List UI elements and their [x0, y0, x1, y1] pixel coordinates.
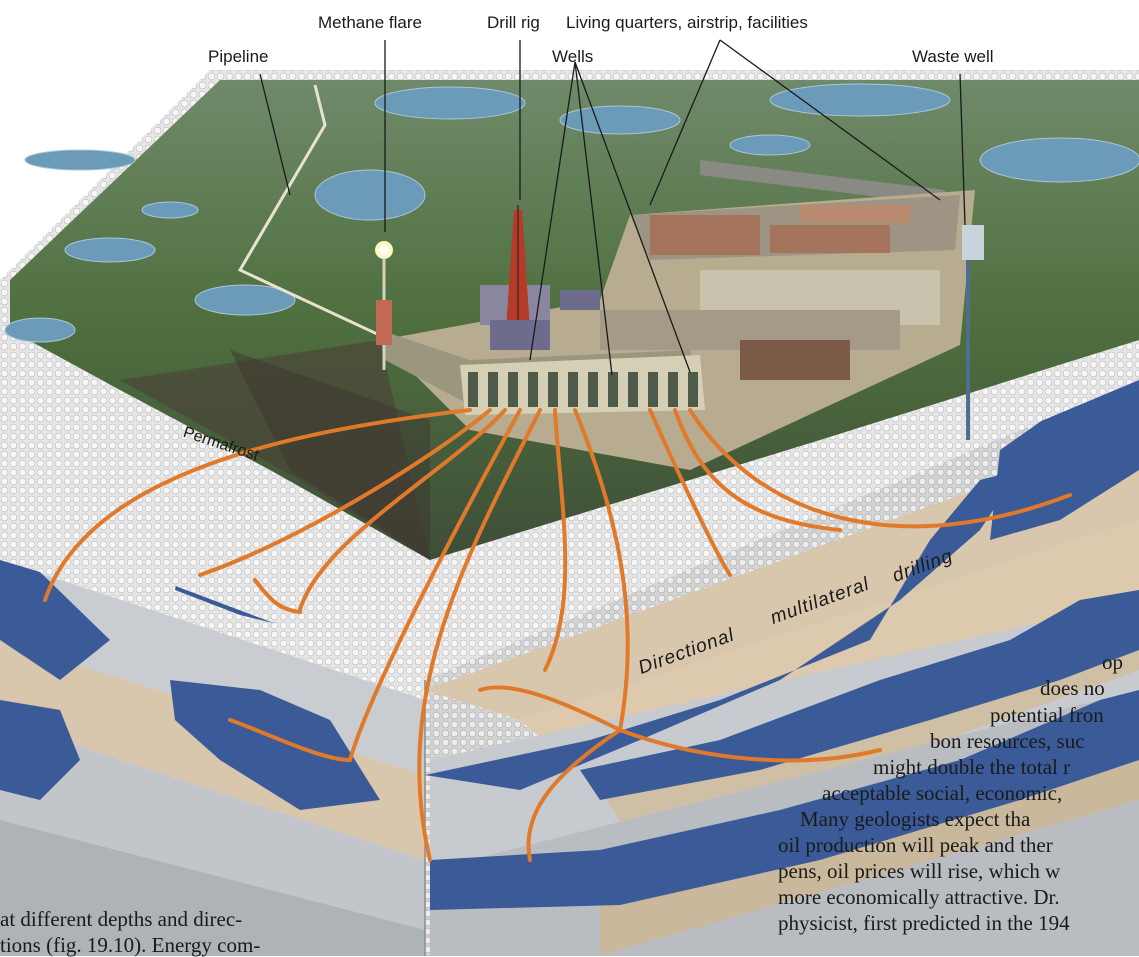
body-text-right-7: Many geologists expect tha	[800, 807, 1031, 831]
body-text-right-8: oil production will peak and ther	[778, 833, 1053, 857]
methane-flare	[375, 241, 393, 370]
lake	[4, 317, 76, 343]
drill-rig-label: Drill rig	[487, 13, 540, 32]
well-path	[618, 728, 882, 763]
well-path	[573, 408, 630, 732]
body-text-left-2: tions (fig. 19.10). Energy com-	[0, 933, 261, 957]
body-text-right-11: physicist, first predicted in the 194	[778, 911, 1070, 935]
wellhead	[488, 372, 498, 407]
wellhead	[648, 372, 658, 407]
drill-rig	[490, 205, 550, 350]
wells-label: Wells	[552, 47, 594, 66]
body-text-right-5: might double the total r	[873, 755, 1071, 779]
pipeline-label: Pipeline	[208, 47, 269, 66]
well-path	[543, 408, 568, 672]
body-text-right-1: op	[1102, 650, 1123, 674]
well-paths	[43, 408, 1072, 862]
body-text-right-3: potential fron	[990, 703, 1104, 727]
body-text-right-10: more economically attractive. Dr.	[778, 885, 1060, 909]
reservoir	[990, 370, 1139, 540]
wellhead	[508, 372, 518, 407]
waste-well-label: Waste well	[912, 47, 994, 66]
well-path	[253, 578, 302, 614]
wellhead	[608, 372, 618, 407]
reservoir	[430, 690, 1139, 910]
lakes	[4, 83, 1139, 343]
wellhead	[468, 372, 478, 407]
reservoir	[0, 700, 80, 800]
methane-flare-label: Methane flare	[318, 13, 422, 32]
leader-lines	[259, 39, 966, 376]
wellhead	[588, 372, 598, 407]
wellhead	[668, 372, 678, 407]
wellhead	[528, 372, 538, 407]
body-text-left-1: at different depths and direc-	[0, 907, 243, 931]
well-path	[348, 408, 522, 762]
lake	[64, 237, 156, 263]
lake	[141, 201, 199, 219]
well-path	[298, 408, 507, 612]
lake	[559, 105, 681, 135]
reservoir	[170, 680, 380, 810]
wellhead	[688, 372, 698, 407]
airstrip	[700, 160, 945, 205]
well-manifold	[380, 330, 705, 415]
body-text-right-2: does no	[1040, 676, 1105, 700]
well-path	[478, 685, 622, 732]
reservoir	[0, 560, 110, 680]
lake	[979, 137, 1139, 183]
wellhead	[628, 372, 638, 407]
well-path	[43, 408, 472, 602]
well-path	[198, 408, 492, 577]
well-path	[648, 408, 732, 577]
lake	[24, 149, 136, 171]
well-path	[417, 408, 542, 862]
lake	[729, 134, 811, 156]
waste-well	[962, 225, 984, 440]
well-path	[688, 408, 1072, 529]
body-text-right-9: pens, oil prices will rise, which w	[778, 859, 1061, 883]
wellhead	[548, 372, 558, 407]
well-path	[673, 408, 842, 532]
well-path	[526, 728, 622, 862]
lake	[374, 86, 526, 120]
body-text-right-6: acceptable social, economic,	[822, 781, 1063, 805]
lake	[194, 284, 296, 316]
oil-reservoirs	[0, 370, 1139, 910]
lake	[769, 83, 951, 117]
well-path	[228, 718, 352, 762]
body-text-right-4: bon resources, suc	[930, 729, 1085, 753]
wellhead	[568, 372, 578, 407]
living-quarters-label: Living quarters, airstrip, facilities	[566, 13, 808, 32]
lake	[314, 169, 426, 221]
reservoir	[580, 590, 1139, 800]
